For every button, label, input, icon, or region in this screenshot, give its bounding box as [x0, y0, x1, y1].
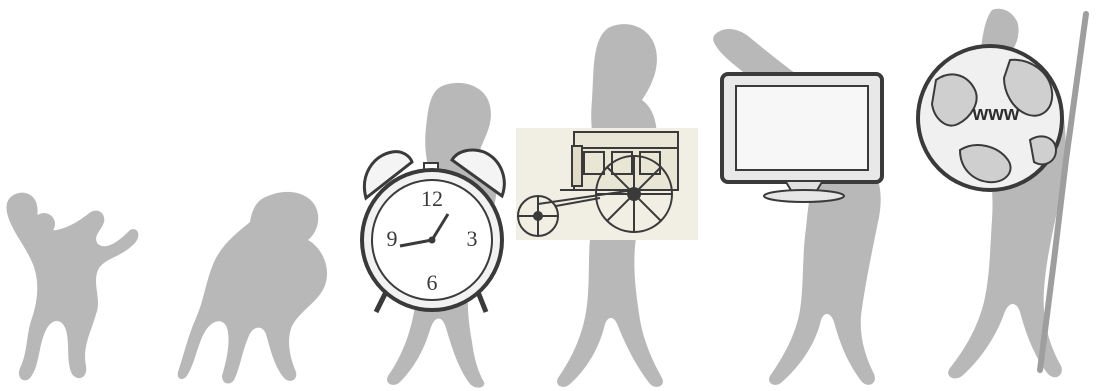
- monitor-icon: [722, 74, 882, 202]
- globe-icon: www: [918, 46, 1062, 190]
- clock-numeral-9: 9: [387, 226, 398, 251]
- locomotive-icon: [516, 128, 698, 240]
- monkey-silhouette: [7, 193, 139, 381]
- globe-www-label: www: [972, 103, 1020, 125]
- clock-numeral-12: 12: [421, 186, 443, 211]
- clock-numeral-3: 3: [467, 226, 478, 251]
- alarm-clock-icon: 12 3 6 9: [362, 150, 504, 312]
- ape-silhouette: [178, 192, 327, 384]
- clock-numeral-6: 6: [427, 270, 438, 295]
